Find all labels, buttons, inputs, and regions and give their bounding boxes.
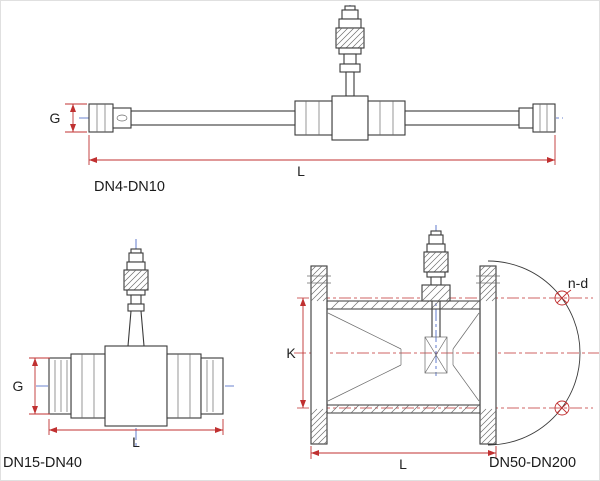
hex-nut-left [70, 353, 106, 419]
dim-label-k: K [286, 345, 296, 361]
sensor-stack [421, 230, 451, 337]
flange-left [307, 265, 331, 445]
meter-body [48, 345, 224, 427]
pipe-shell [326, 300, 481, 414]
sensor-stack [335, 5, 365, 97]
hex-nut-right [367, 100, 406, 136]
flange-right [476, 265, 500, 445]
dimension-g: G [13, 357, 50, 415]
threaded-end-right [200, 357, 224, 415]
view-dn15-dn40: G L DN15-DN40 [3, 239, 234, 471]
dimension-l: L [310, 446, 497, 472]
bolt-hole-top [554, 290, 570, 306]
dimension-g: G [50, 103, 87, 133]
dim-label-g: G [50, 110, 61, 126]
view-caption-dn50-dn200: DN50-DN200 [489, 455, 576, 471]
dimension-k: K [286, 298, 306, 408]
end-fitting-right [518, 103, 556, 133]
pipe-left [130, 110, 296, 126]
pipe-right [404, 110, 520, 126]
threaded-end-left [48, 357, 72, 415]
flange-face-arc [487, 260, 581, 446]
dim-label-l: L [132, 434, 140, 450]
hex-nut-left [294, 100, 333, 136]
turbine-rotor [424, 336, 448, 374]
hex-nut-right [166, 353, 202, 419]
end-fitting-left [88, 103, 132, 133]
dim-label-g: G [13, 378, 24, 394]
bolt-hole-bottom [554, 400, 570, 416]
meter-body [294, 95, 406, 141]
view-caption-dn15-dn40: DN15-DN40 [3, 455, 82, 471]
view-dn4-dn10: G L DN4-DN10 [50, 5, 563, 195]
view-dn50-dn200: n-d K L DN50-DN200 [286, 225, 599, 472]
dim-label-nd: n-d [568, 275, 588, 291]
dim-label-l: L [297, 163, 305, 179]
pipes [130, 110, 520, 126]
dimension-l: L [48, 419, 224, 450]
internals [327, 312, 480, 402]
dimension-l: L [88, 135, 556, 179]
view-caption-dn4-dn10: DN4-DN10 [94, 179, 165, 195]
bolt-holes: n-d [554, 275, 588, 416]
sensor-stack [123, 248, 149, 347]
dim-label-l: L [399, 456, 407, 472]
